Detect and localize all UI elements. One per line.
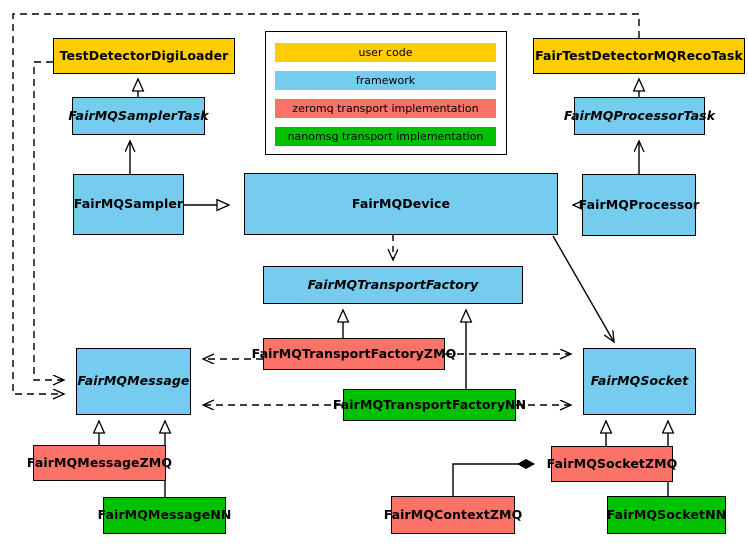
class-node-fairmqmessagenn[interactable]: FairMQMessageNN <box>98 497 231 534</box>
class-node-fairmqmessage[interactable]: FairMQMessage <box>76 348 191 415</box>
class-node-fairtestdetectormqrecotask[interactable]: FairTestDetectorMQRecoTask <box>533 38 745 74</box>
edge-digiloader-to-message <box>33 61 64 380</box>
class-node-fairmqmessagezmq[interactable]: FairMQMessageZMQ <box>27 445 172 481</box>
legend-item-framework: framework <box>275 71 496 90</box>
class-node-fairmqsamplertask[interactable]: FairMQSamplerTask <box>68 97 209 135</box>
class-node-fairmqsocket[interactable]: FairMQSocket <box>583 348 696 415</box>
class-node-fairmqprocessortask[interactable]: FairMQProcessorTask <box>564 97 715 135</box>
class-node-fairmqtransportfactory[interactable]: FairMQTransportFactory <box>263 266 523 304</box>
class-node-fairmqsampler[interactable]: FairMQSampler <box>73 174 184 235</box>
legend: user code framework zeromq transport imple… <box>265 31 507 155</box>
class-node-fairmqsocketnn[interactable]: FairMQSocketNN <box>607 496 726 534</box>
edge-socketzmq-composition-contextzmq <box>452 464 534 496</box>
class-node-fairmqtransportfactorynn[interactable]: FairMQTransportFactoryNN <box>333 389 526 421</box>
edge-device-to-socket <box>552 235 614 342</box>
class-node-fairmqcontextzmq[interactable]: FairMQContextZMQ <box>384 496 522 534</box>
class-node-fairmqsocketzmq[interactable]: FairMQSocketZMQ <box>547 446 677 482</box>
class-node-fairmqdevice[interactable]: FairMQDevice <box>244 173 558 235</box>
class-node-fairmqprocessor[interactable]: FairMQProcessor <box>579 174 699 236</box>
legend-item-user: user code <box>275 43 496 62</box>
class-node-fairmqtransportfactoryzmq[interactable]: FairMQTransportFactoryZMQ <box>252 338 456 370</box>
legend-item-zeromq: zeromq transport implementation <box>275 99 496 118</box>
legend-item-nanomsg: nanomsg transport implementation <box>275 127 496 146</box>
class-node-testdetectordigiloader[interactable]: TestDetectorDigiLoader <box>53 38 235 74</box>
